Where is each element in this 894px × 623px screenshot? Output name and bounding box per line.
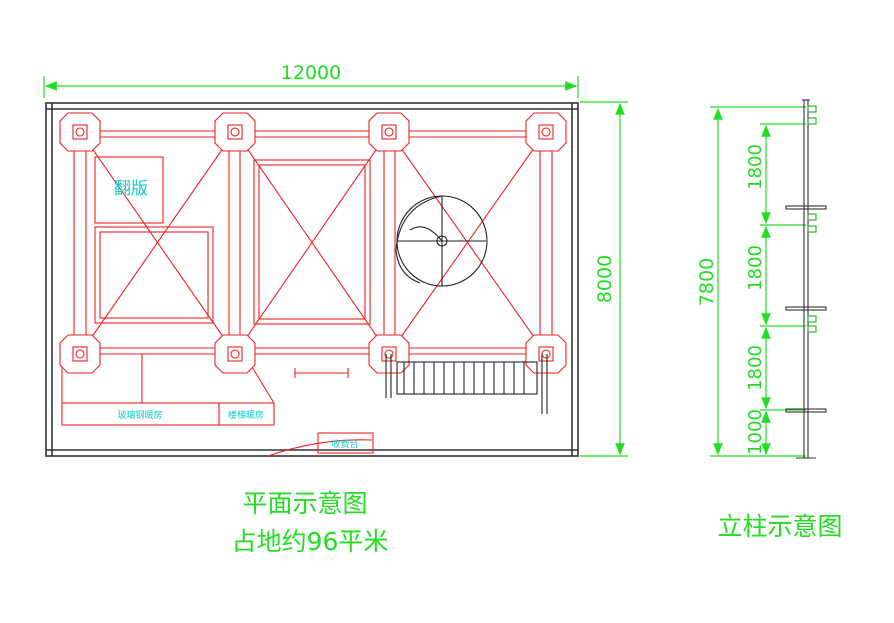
column-bases xyxy=(59,112,567,374)
column-base xyxy=(525,334,567,374)
height-dimension-text: 8000 xyxy=(594,255,616,303)
label-glass-room: 玻璃钢暖房 xyxy=(117,409,162,421)
steel-structure xyxy=(61,130,553,457)
stair-railing xyxy=(385,354,548,414)
label-fanban: 翻版 xyxy=(114,179,148,199)
column-seg1-text: 1800 xyxy=(745,144,766,190)
label-gate: 收费台 xyxy=(331,438,358,450)
column-total-text: 7800 xyxy=(696,258,718,306)
column-base xyxy=(525,112,567,152)
column-segment-dimensions xyxy=(760,123,806,456)
plan-view: 12000 8000 xyxy=(43,62,628,457)
building-outline xyxy=(45,102,579,457)
label-stair-room: 楼梯暖房 xyxy=(228,409,264,421)
height-dimension: 8000 xyxy=(580,101,628,457)
width-dimension-text: 12000 xyxy=(281,62,341,84)
room-fanban xyxy=(94,156,164,224)
column-caption: 立柱示意图 xyxy=(717,512,843,541)
plan-caption-title: 平面示意图 xyxy=(242,489,368,518)
column-base xyxy=(214,334,256,374)
column-base xyxy=(59,112,101,152)
column-total-dimension: 7800 xyxy=(696,106,806,457)
column-base xyxy=(214,112,256,152)
width-dimension: 12000 xyxy=(43,62,579,98)
spiral-slide xyxy=(395,195,488,287)
column-base xyxy=(368,334,410,374)
column-seg3-text: 1800 xyxy=(745,345,766,391)
column-base xyxy=(59,334,101,374)
column-base xyxy=(368,112,410,152)
plan-caption-area: 占地约96平米 xyxy=(231,527,389,556)
column-seg4-text: 1000 xyxy=(745,409,766,455)
column-elevation: 7800 1800 1800 1800 1000 xyxy=(696,99,827,459)
column-seg2-text: 1800 xyxy=(745,245,766,291)
column-post xyxy=(785,99,827,459)
